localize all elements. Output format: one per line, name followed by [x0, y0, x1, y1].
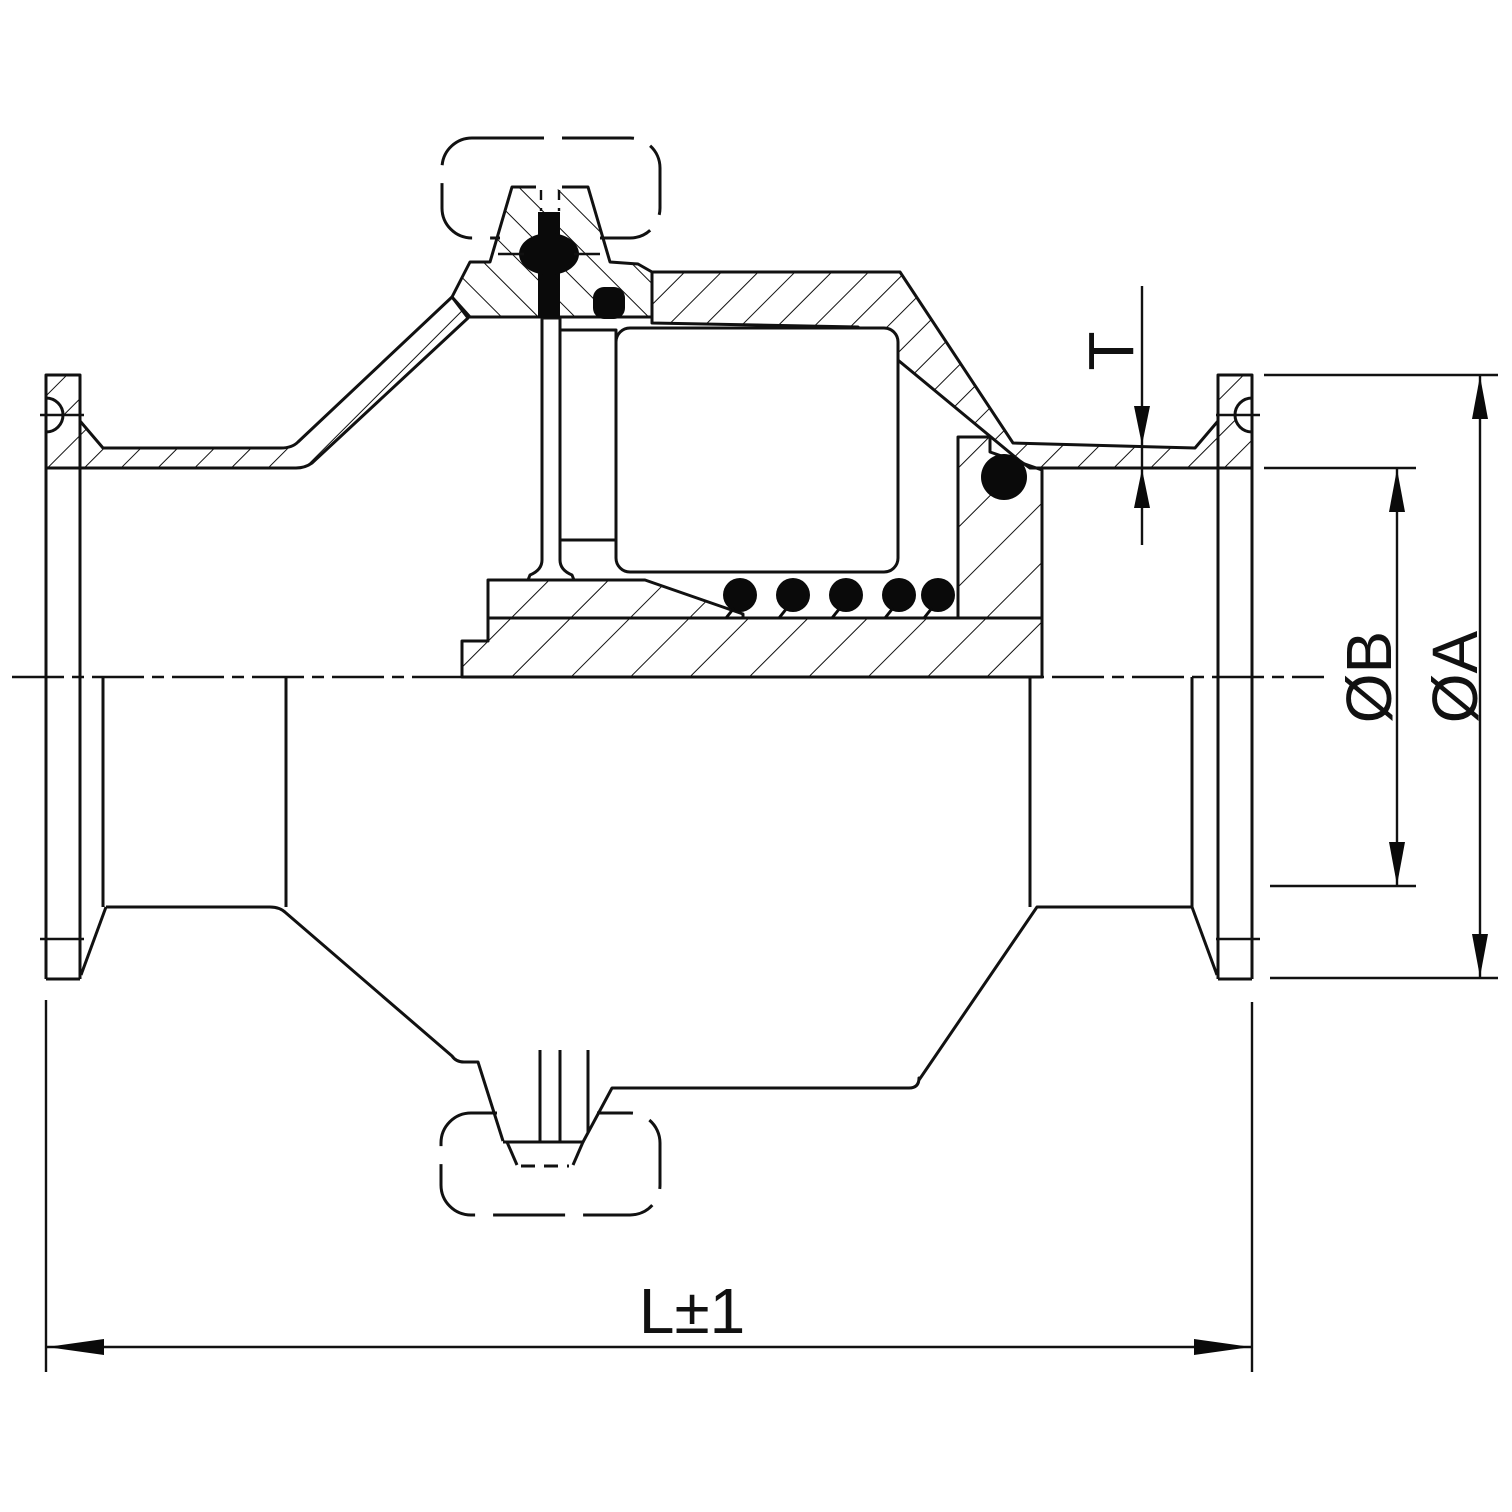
stem-gasket: [519, 233, 579, 275]
inlet-ferrule-section: [44, 295, 470, 470]
disc-hub: [558, 328, 618, 542]
dimension-label-flange-diameter: ØA: [1419, 630, 1491, 723]
stem-detail-lines: [498, 190, 600, 256]
spring-coil: [882, 578, 916, 612]
valve-disc: [614, 326, 900, 574]
spring-coil: [829, 578, 863, 612]
spring-coil: [921, 578, 955, 612]
dimension-label-thickness: T: [1075, 331, 1147, 370]
spring: [723, 578, 955, 612]
bonnet-o-ring: [593, 287, 625, 319]
stem-guide-section: [486, 578, 745, 620]
seat-o-ring: [981, 454, 1027, 500]
dimension-label-overall-length: L±1: [639, 1275, 745, 1347]
spring-coil: [776, 578, 810, 612]
dimension-arrowheads: [47, 376, 1488, 1355]
dimension-label-bore-diameter: ØB: [1333, 631, 1405, 723]
valve-section-regions: [44, 185, 1254, 679]
seals-and-spring: [519, 212, 1027, 612]
dimension-labels: T ØB ØA L±1: [639, 331, 1491, 1347]
spring-coil: [723, 578, 757, 612]
bottom-clamp-phantom: [439, 1111, 662, 1217]
internal-components: [526, 316, 900, 582]
stem-column: [526, 316, 576, 582]
seat-plate-section: [460, 616, 1044, 679]
spring-coil-tails: [724, 607, 934, 619]
exterior-outline-lower: [44, 375, 1254, 1168]
